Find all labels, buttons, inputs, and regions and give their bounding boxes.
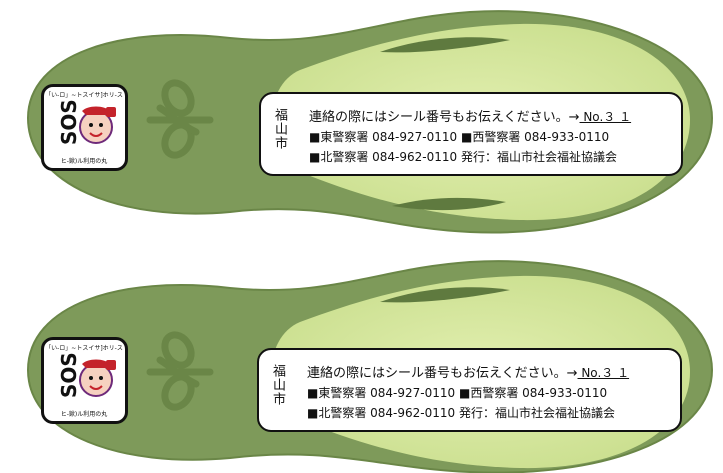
contact-label: 福山市 連絡の際にはシール番号もお伝えください。→ No.３ １ ■東警察署 0… bbox=[259, 92, 683, 176]
svg-text:「い-ロ」~トスイサ]ホリ-ス: 「い-ロ」~トスイサ]ホリ-ス bbox=[45, 345, 123, 352]
svg-text:SOS: SOS bbox=[57, 99, 81, 145]
arch-mark-bottom bbox=[392, 197, 506, 211]
sos-badge: 「い-ロ」~トスイサ]ホリ-ス SOS ヒ-鍬)ル利用の丸 bbox=[41, 337, 128, 424]
contact-line-1: 連絡の際にはシール番号もお伝えください。→ No.３ １ bbox=[309, 106, 631, 125]
prefecture-vertical: 福山市 bbox=[270, 364, 285, 406]
contact-label: 福山市 連絡の際にはシール番号もお伝えください。→ No.３ １ ■東警察署 0… bbox=[257, 348, 682, 432]
arch-mark-top bbox=[380, 287, 510, 303]
contact-line-2: ■東警察署 084-927-0110 ■西警察署 084-933-0110 bbox=[309, 130, 610, 144]
contact-line-3: ■北警察署 084-962-0110 発行：福山市社会福祉協議会 bbox=[307, 406, 615, 420]
bow-icon bbox=[146, 79, 214, 159]
contact-text: 連絡の際にはシール番号もお伝えください。→ bbox=[309, 110, 580, 125]
prefecture-vertical: 福山市 bbox=[272, 108, 287, 150]
svg-text:SOS: SOS bbox=[57, 352, 81, 398]
svg-text:ヒ-鍬)ル利用の丸: ヒ-鍬)ル利用の丸 bbox=[61, 410, 108, 418]
contact-text: 連絡の際にはシール番号もお伝えください。→ bbox=[307, 366, 578, 381]
sos-mascot-logo: 「い-ロ」~トスイサ]ホリ-ス SOS ヒ-鍬)ル利用の丸 bbox=[45, 345, 123, 418]
bow-icon bbox=[146, 331, 214, 411]
arch-mark-top bbox=[380, 37, 510, 53]
sticker-number: No.３ １ bbox=[577, 366, 630, 380]
sos-mascot-logo: 「い-ロ」~トスイサ]ホリ-ス SOS ヒ-鍬)ル利用の丸 bbox=[45, 92, 123, 165]
sticker-number: No.３ １ bbox=[579, 110, 632, 124]
contact-line-1: 連絡の際にはシール番号もお伝えください。→ No.３ １ bbox=[307, 362, 629, 381]
sos-badge: 「い-ロ」~トスイサ]ホリ-ス SOS ヒ-鍬)ル利用の丸 bbox=[41, 84, 128, 171]
svg-text:ヒ-鍬)ル利用の丸: ヒ-鍬)ル利用の丸 bbox=[61, 157, 108, 165]
contact-line-3: ■北警察署 084-962-0110 発行：福山市社会福祉協議会 bbox=[309, 150, 617, 164]
contact-line-2: ■東警察署 084-927-0110 ■西警察署 084-933-0110 bbox=[307, 386, 608, 400]
svg-text:「い-ロ」~トスイサ]ホリ-ス: 「い-ロ」~トスイサ]ホリ-ス bbox=[45, 92, 123, 99]
